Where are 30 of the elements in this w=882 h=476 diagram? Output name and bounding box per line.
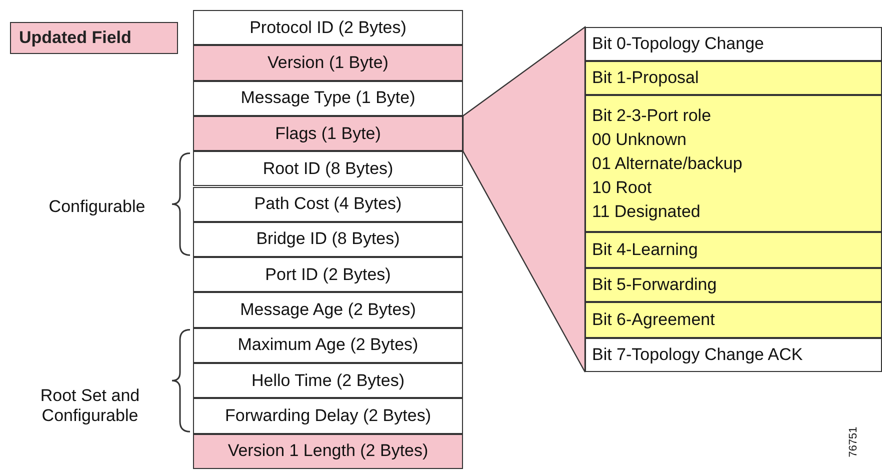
field-cell: Forwarding Delay (2 Bytes): [193, 398, 463, 434]
field-cell: Version (1 Byte): [193, 45, 463, 81]
field-cell: Bridge ID (8 Bytes): [193, 222, 463, 258]
group-label: Root Set and Configurable: [39, 386, 141, 426]
field-cell: Hello Time (2 Bytes): [193, 363, 463, 398]
field-cell: Root ID (8 Bytes): [193, 151, 463, 186]
field-cell: Path Cost (4 Bytes): [193, 186, 463, 222]
field-cell: Message Age (2 Bytes): [193, 292, 463, 328]
field-text: 01 Alternate/backup: [592, 152, 744, 174]
expansion-wedge: [462, 26, 586, 373]
field-text: 10 Root: [592, 176, 653, 198]
field-cell: Message Type (1 Byte): [193, 80, 463, 116]
field-cell: Bit 1-Proposal: [585, 61, 882, 95]
group-label: Configurable: [48, 197, 146, 217]
field-cell: Bit 5-Forwarding: [585, 268, 882, 302]
field-cell: Port ID (2 Bytes): [193, 257, 463, 292]
field-text: 00 Unknown: [592, 128, 688, 150]
field-cell: Flags (1 Byte): [193, 116, 463, 152]
field-cell: Bit 6-Agreement: [585, 302, 882, 338]
field-cell: [585, 95, 882, 232]
field-text: Bit 2-3-Port role: [592, 104, 712, 126]
field-text: 11 Designated: [592, 200, 702, 222]
figure-number: 76751: [847, 426, 860, 458]
field-cell: Protocol ID (2 Bytes): [193, 10, 463, 46]
field-cell: Version 1 Length (2 Bytes): [193, 434, 463, 469]
legend-label: Updated Field: [19, 28, 132, 48]
field-cell: Bit 0-Topology Change: [585, 27, 882, 61]
field-cell: Maximum Age (2 Bytes): [193, 328, 463, 363]
field-cell: Bit 4-Learning: [585, 232, 882, 268]
field-cell: Bit 7-Topology Change ACK: [585, 338, 882, 372]
